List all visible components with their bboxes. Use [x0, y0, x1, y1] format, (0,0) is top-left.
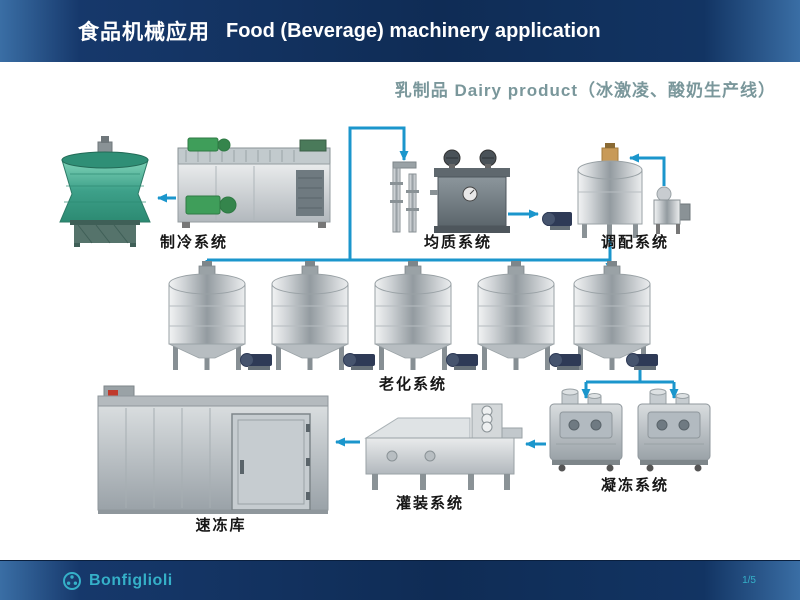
- label-freezing-system: 凝冻系统: [600, 477, 669, 494]
- slide-footer: Bonfiglioli 1/5: [0, 560, 800, 600]
- label-filling-system: 灌装系统: [395, 495, 464, 512]
- brand-name: Bonfiglioli: [89, 571, 173, 589]
- tank-pump: [240, 353, 273, 371]
- bonfiglioli-gear-icon: [63, 571, 81, 590]
- blending-tank-illustration: [577, 143, 643, 238]
- tank-pump: [549, 353, 582, 371]
- aging-tank: [477, 260, 555, 371]
- label-quick-freeze-storage: 速冻库: [195, 517, 247, 534]
- aging-tank: [168, 260, 246, 371]
- slide-header: 食品机械应用 Food (Beverage) machinery applica…: [0, 0, 800, 62]
- cooling-tower-illustration: [59, 136, 151, 247]
- slide-subtitle: 乳制品 Dairy product（冰激凌、酸奶生产线）: [394, 81, 776, 100]
- valve-assembly-illustration: [390, 161, 419, 233]
- colloid-mill-illustration: [653, 186, 691, 234]
- tank-pump: [626, 353, 659, 371]
- pipe-to-homogenizer: [348, 126, 409, 260]
- label-refrigeration-system: 制冷系统: [159, 234, 228, 251]
- freezer-machine: [637, 388, 711, 472]
- label-homogenizing-system: 均质系统: [423, 234, 492, 251]
- process-flow-diagram: 制冷系统 均质系统 调配系统 老化系统 速冻库 灌装系统 凝冻系统: [0, 62, 800, 560]
- label-blending-system: 调配系统: [600, 234, 669, 251]
- aging-tank: [271, 260, 349, 371]
- page-title-cn: 食品机械应用: [78, 21, 210, 44]
- transfer-pump-top: [542, 212, 572, 230]
- brand-logo: Bonfiglioli: [62, 571, 173, 591]
- label-aging-system: 老化系统: [378, 376, 447, 393]
- tank-pump: [446, 353, 479, 371]
- page-title-en: Food (Beverage) machinery application: [226, 19, 601, 42]
- homogenizer-illustration: [430, 149, 510, 233]
- chiller-unit-illustration: [177, 137, 331, 228]
- page-number: 1/5: [742, 575, 756, 586]
- arrow-to-blend-tank: [629, 153, 666, 186]
- diagram-canvas: [59, 126, 711, 514]
- cold-store-illustration: [97, 385, 329, 514]
- tank-pump: [343, 353, 376, 371]
- aging-tank: [374, 260, 452, 371]
- aging-tanks: [168, 260, 659, 371]
- freezing-machines: [549, 388, 711, 472]
- aging-tank: [573, 260, 651, 371]
- filling-machine-illustration: [364, 403, 523, 490]
- freezer-machine: [549, 388, 623, 472]
